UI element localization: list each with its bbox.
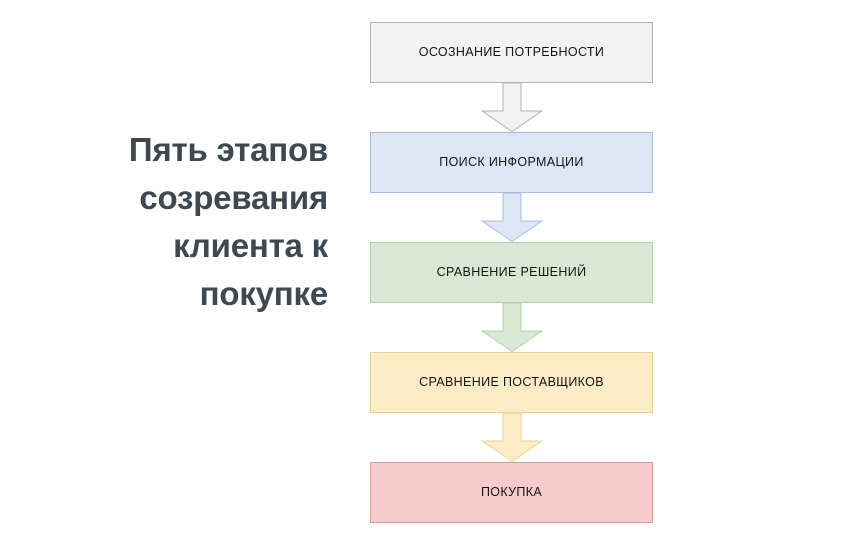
page-title: Пять этапов созревания клиента к покупке (128, 131, 328, 312)
arrow-down-icon (480, 303, 543, 352)
stage-box-2[interactable]: ПОИСК ИНФОРМАЦИИ (370, 132, 653, 193)
process-flow: ОСОЗНАНИЕ ПОТРЕБНОСТИ ПОИСК ИНФОРМАЦИИ СРА… (370, 22, 653, 523)
arrow-shape (480, 193, 543, 242)
arrow-shape (480, 83, 543, 132)
arrow-down-icon (480, 83, 543, 132)
process-stage: СРАВНЕНИЕ РЕШЕНИЙ (370, 242, 653, 303)
stage-label: ОСОЗНАНИЕ ПОТРЕБНОСТИ (418, 45, 605, 59)
arrow-connector-3-to-4 (370, 303, 653, 352)
arrow-shape (480, 303, 543, 352)
process-stage: ПОКУПКА (370, 462, 653, 523)
arrow-shape (480, 413, 543, 462)
process-stage: СРАВНЕНИЕ ПОСТАВЩИКОВ (370, 352, 653, 413)
arrow-down-icon (480, 413, 543, 462)
arrow-connector-2-to-3 (370, 193, 653, 242)
arrow-down-icon (480, 193, 543, 242)
arrow-connector-1-to-2 (370, 83, 653, 132)
stage-box-1[interactable]: ОСОЗНАНИЕ ПОТРЕБНОСТИ (370, 22, 653, 83)
stage-label: ПОИСК ИНФОРМАЦИИ (439, 155, 584, 169)
stage-box-4[interactable]: СРАВНЕНИЕ ПОСТАВЩИКОВ (370, 352, 653, 413)
stage-label: СРАВНЕНИЕ РЕШЕНИЙ (436, 265, 587, 279)
process-stage: ОСОЗНАНИЕ ПОТРЕБНОСТИ (370, 22, 653, 83)
stage-box-5[interactable]: ПОКУПКА (370, 462, 653, 523)
stage-label: СРАВНЕНИЕ ПОСТАВЩИКОВ (419, 375, 604, 389)
arrow-connector-4-to-5 (370, 413, 653, 462)
process-stage: ПОИСК ИНФОРМАЦИИ (370, 132, 653, 193)
stage-box-3[interactable]: СРАВНЕНИЕ РЕШЕНИЙ (370, 242, 653, 303)
stage-label: ПОКУПКА (480, 485, 543, 499)
